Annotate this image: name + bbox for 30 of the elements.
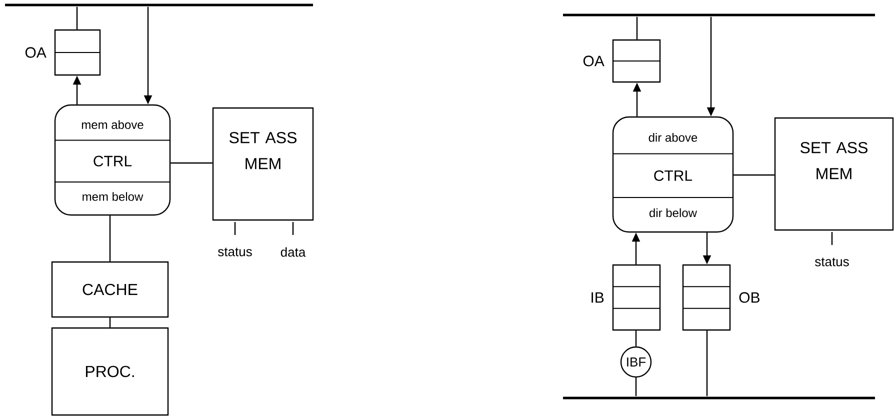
module-box: CACHE	[51, 261, 169, 318]
signal-label: status	[218, 222, 252, 256]
module-box: SET ASS MEM	[212, 107, 314, 221]
module-box: SET ASS MEM	[774, 117, 894, 231]
connector	[636, 16, 638, 40]
connector	[109, 318, 111, 328]
module-box: PROC.	[51, 327, 169, 416]
connector	[734, 174, 774, 176]
bus-line	[563, 14, 875, 16]
bus-line	[563, 396, 875, 400]
connector	[170, 162, 212, 164]
connector	[76, 6, 78, 30]
bus-line	[5, 4, 313, 6]
connector	[635, 378, 637, 396]
signal-label: status	[815, 232, 849, 266]
queue-box: OA	[583, 39, 661, 83]
circle-node: IBF	[620, 346, 652, 378]
signal-label: data	[280, 222, 306, 257]
node-label: OA	[583, 56, 604, 66]
node-label: OB	[739, 292, 760, 303]
connector	[109, 216, 111, 262]
queue-box: IB	[592, 264, 661, 331]
controller-box: mem above CTRL mem below	[54, 104, 171, 216]
node-label: OA	[25, 47, 46, 58]
controller-box: dir above CTRL dir below	[612, 116, 734, 233]
connector	[706, 330, 708, 396]
connector	[635, 330, 637, 346]
node-label: IB	[592, 292, 604, 303]
queue-box: OB	[682, 264, 760, 331]
queue-box: OA	[25, 29, 101, 76]
